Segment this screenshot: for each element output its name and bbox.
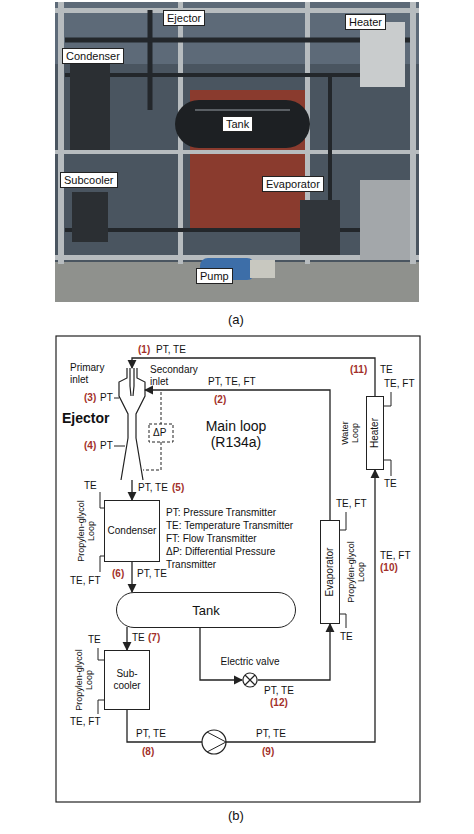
callout-number: (4) [84, 440, 96, 452]
callout-number: (3) [84, 392, 96, 404]
flow-line [200, 628, 242, 680]
sensor-label: Secondary inlet [150, 364, 200, 388]
loop-label: Main loop (R134a) [196, 418, 276, 450]
sensor-label: PT, TE [156, 344, 186, 356]
sensor-label: TE [380, 364, 393, 376]
callout-number: (10) [380, 562, 398, 574]
legend-line: ΔP: Differential Pressure Transmitter [166, 545, 318, 571]
node-label: Ejector [62, 410, 109, 426]
sensor-label: PT [100, 440, 113, 452]
sensor-label: Primary inlet [70, 362, 114, 386]
ejector-shape: Ejector [118, 368, 146, 480]
differential-pressure-tap [143, 392, 173, 470]
condenser-box: Condenser [104, 500, 160, 562]
photo-label: Ejector [163, 10, 205, 26]
flow-line [258, 624, 330, 680]
evaporator-box: Evaporator [320, 520, 340, 624]
panel-caption: (a) [228, 312, 244, 328]
callout-number: (9) [262, 746, 274, 758]
legend-line: TE: Temperature Transmitter [166, 519, 293, 532]
callout-number: (5) [172, 482, 184, 494]
sensor-label: TE [84, 480, 97, 492]
photo-label: Subcooler [60, 172, 118, 188]
legend-line: FT: Flow Transmitter [166, 532, 257, 545]
heater-box: Heater [366, 396, 384, 470]
setup-photo [55, 2, 419, 302]
secondary-loop-pipes [98, 392, 391, 714]
sensor-label: TE [132, 632, 145, 644]
sensor-label: PT, TE, FT [208, 376, 256, 388]
tank-shape: Tank [116, 592, 296, 628]
sensor-label: PT [100, 392, 113, 404]
flow-line [131, 562, 132, 592]
sensor-label: PT, TE [256, 728, 286, 740]
flow-line [126, 627, 127, 650]
sensor-label: PT, TE [136, 728, 166, 740]
photo-label: Condenser [62, 48, 124, 64]
flow-line [145, 390, 330, 520]
node-label: Electric valve [221, 656, 280, 668]
node-label: Evaporator [324, 548, 336, 597]
sensor-label: TE, FT [336, 498, 367, 510]
node-label: Sub- cooler [109, 668, 145, 692]
loop-label: Propylen-glycol Loop [74, 645, 94, 715]
callout-number: (2) [214, 394, 226, 406]
ejector-outline [118, 368, 146, 480]
callout-number: (6) [112, 568, 124, 580]
callout-number: (1) [138, 344, 150, 356]
valve-symbol: Electric valve [242, 672, 258, 688]
callout-number: (8) [142, 746, 154, 758]
loop-label: Propylen-glycol Loop [76, 496, 96, 566]
photo-label: Evaporator [262, 176, 324, 192]
node-label: Tank [192, 603, 219, 618]
callout-number: (12) [270, 697, 288, 709]
flow-line [132, 358, 375, 396]
callout-number: (11) [350, 364, 367, 376]
sensor-label: ΔP [153, 427, 166, 439]
sensor-label: PT, TE [138, 482, 168, 494]
node-label: Condenser [108, 525, 157, 537]
panel-caption: (b) [228, 808, 244, 824]
sensor-label: TE [88, 634, 101, 646]
photo-label: Heater [345, 14, 386, 30]
valve-outline [242, 672, 258, 688]
photo-label: Tank [222, 116, 253, 132]
node-label: Heater [369, 418, 381, 448]
sensor-label: TE [340, 631, 353, 643]
subcooler-box: Sub- cooler [104, 650, 150, 710]
sensor-label: PT, TE [137, 568, 167, 580]
sensor-label: TE, FT [384, 378, 415, 390]
photo-label: Pump [196, 268, 233, 284]
legend-line: PT: Pressure Transmitter [166, 506, 276, 519]
sensor-label: TE, FT [380, 550, 411, 562]
loop-label: Water Loop [340, 413, 360, 453]
loop-label: Propylen-glycol Loop [346, 537, 366, 607]
schematic-frame [56, 336, 420, 802]
callout-number: (7) [148, 632, 160, 644]
sensor-label: PT, TE [264, 685, 294, 697]
sensor-label: TE, FT [70, 716, 101, 728]
sensor-label: TE, FT [70, 575, 101, 587]
flow-line [131, 480, 132, 500]
sensor-label: TE [384, 478, 397, 490]
